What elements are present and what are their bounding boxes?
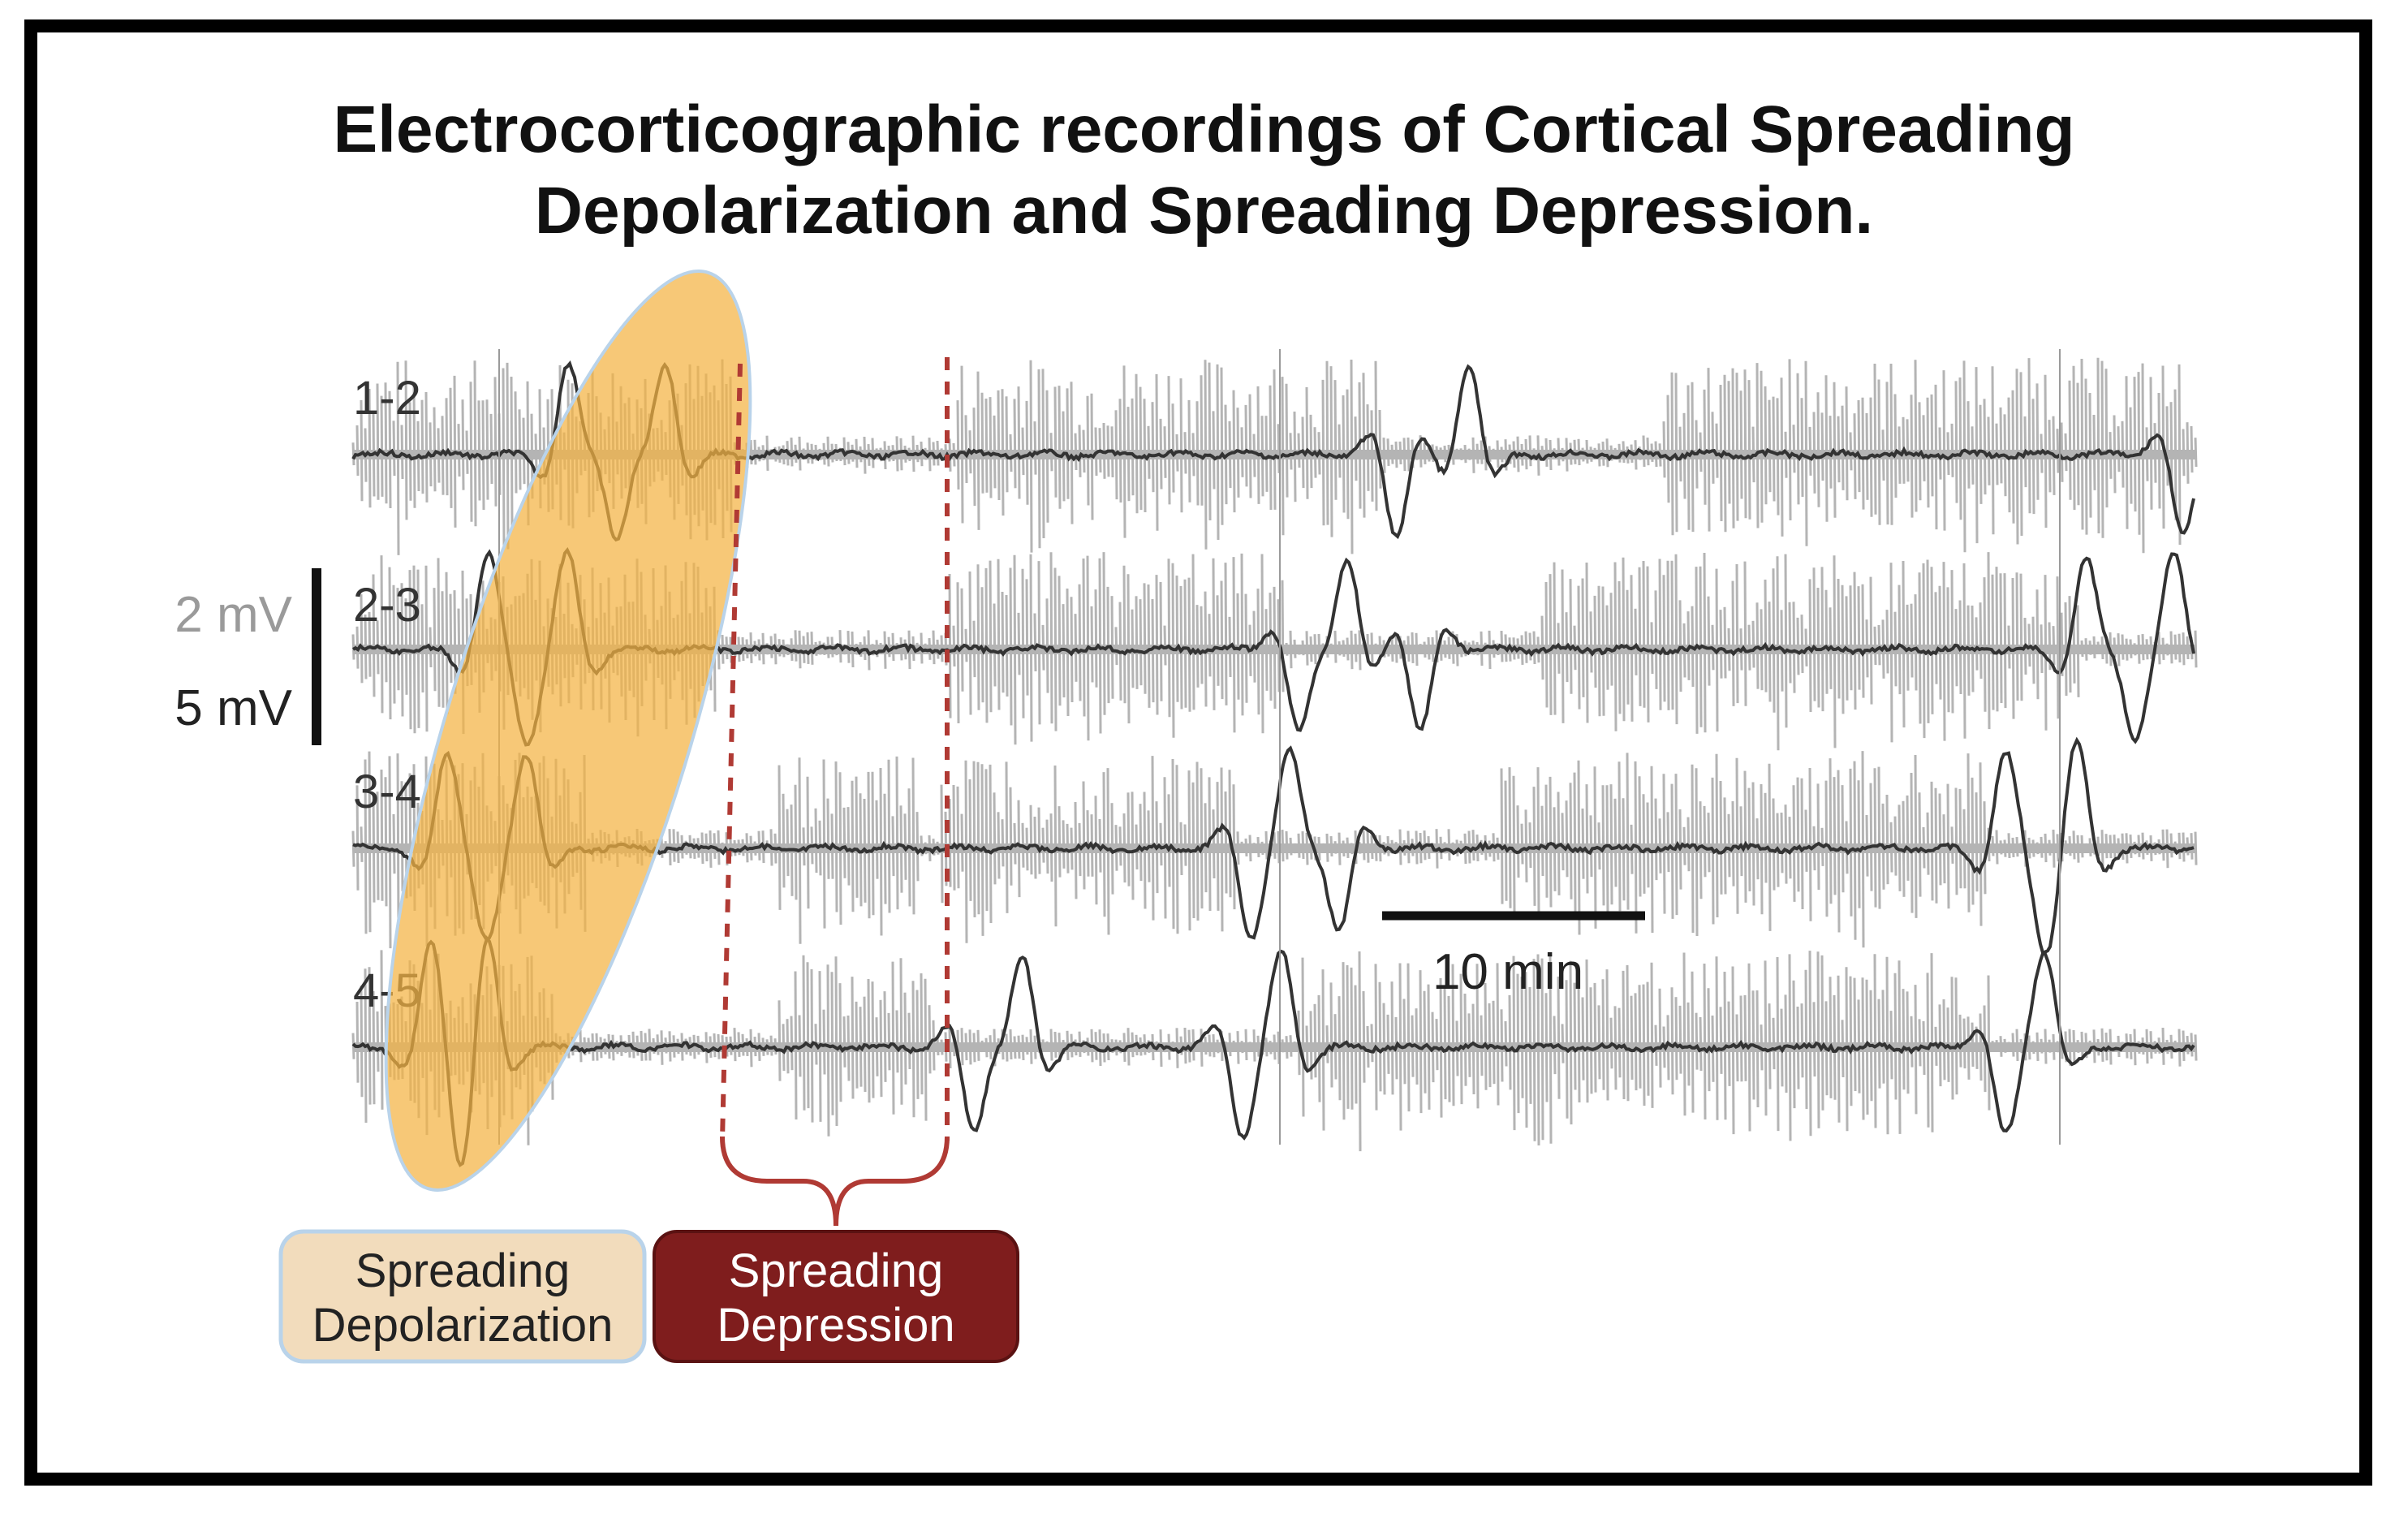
channel-label-3-4: 3-4 [353, 766, 421, 818]
depolarization-label-box [278, 1229, 647, 1364]
title-line-1: Electrocorticographic recordings of Cort… [333, 93, 2075, 166]
figure-title: Electrocorticographic recordings of Cort… [0, 89, 2408, 252]
depression-start-line [720, 363, 743, 1141]
filtered-trace-channel-3 [352, 736, 2195, 955]
depolarization-highlight [384, 270, 752, 1192]
title-line-2: Depolarization and Spreading Depression. [534, 174, 1874, 248]
depression-brace [720, 1136, 950, 1227]
depolarization-label-line-2: Depolarization [312, 1299, 614, 1352]
depression-label-line-2: Depression [717, 1299, 954, 1352]
channel-label-2-3: 2-3 [353, 579, 421, 632]
time-scale-label: 10 min [1432, 944, 1583, 1000]
ecog-traces [351, 349, 2198, 1167]
depolarization-label-line-1: Spreading [355, 1244, 570, 1297]
depression-label-box [653, 1230, 1019, 1363]
amplitude-label-5mv: 5 mV [174, 680, 292, 736]
filtered-trace-channel-4 [351, 935, 2195, 1167]
amplitude-label-2mv: 2 mV [174, 587, 292, 643]
depression-label-line-1: Spreading [729, 1244, 943, 1297]
channel-label-1-2: 1-2 [353, 372, 421, 425]
